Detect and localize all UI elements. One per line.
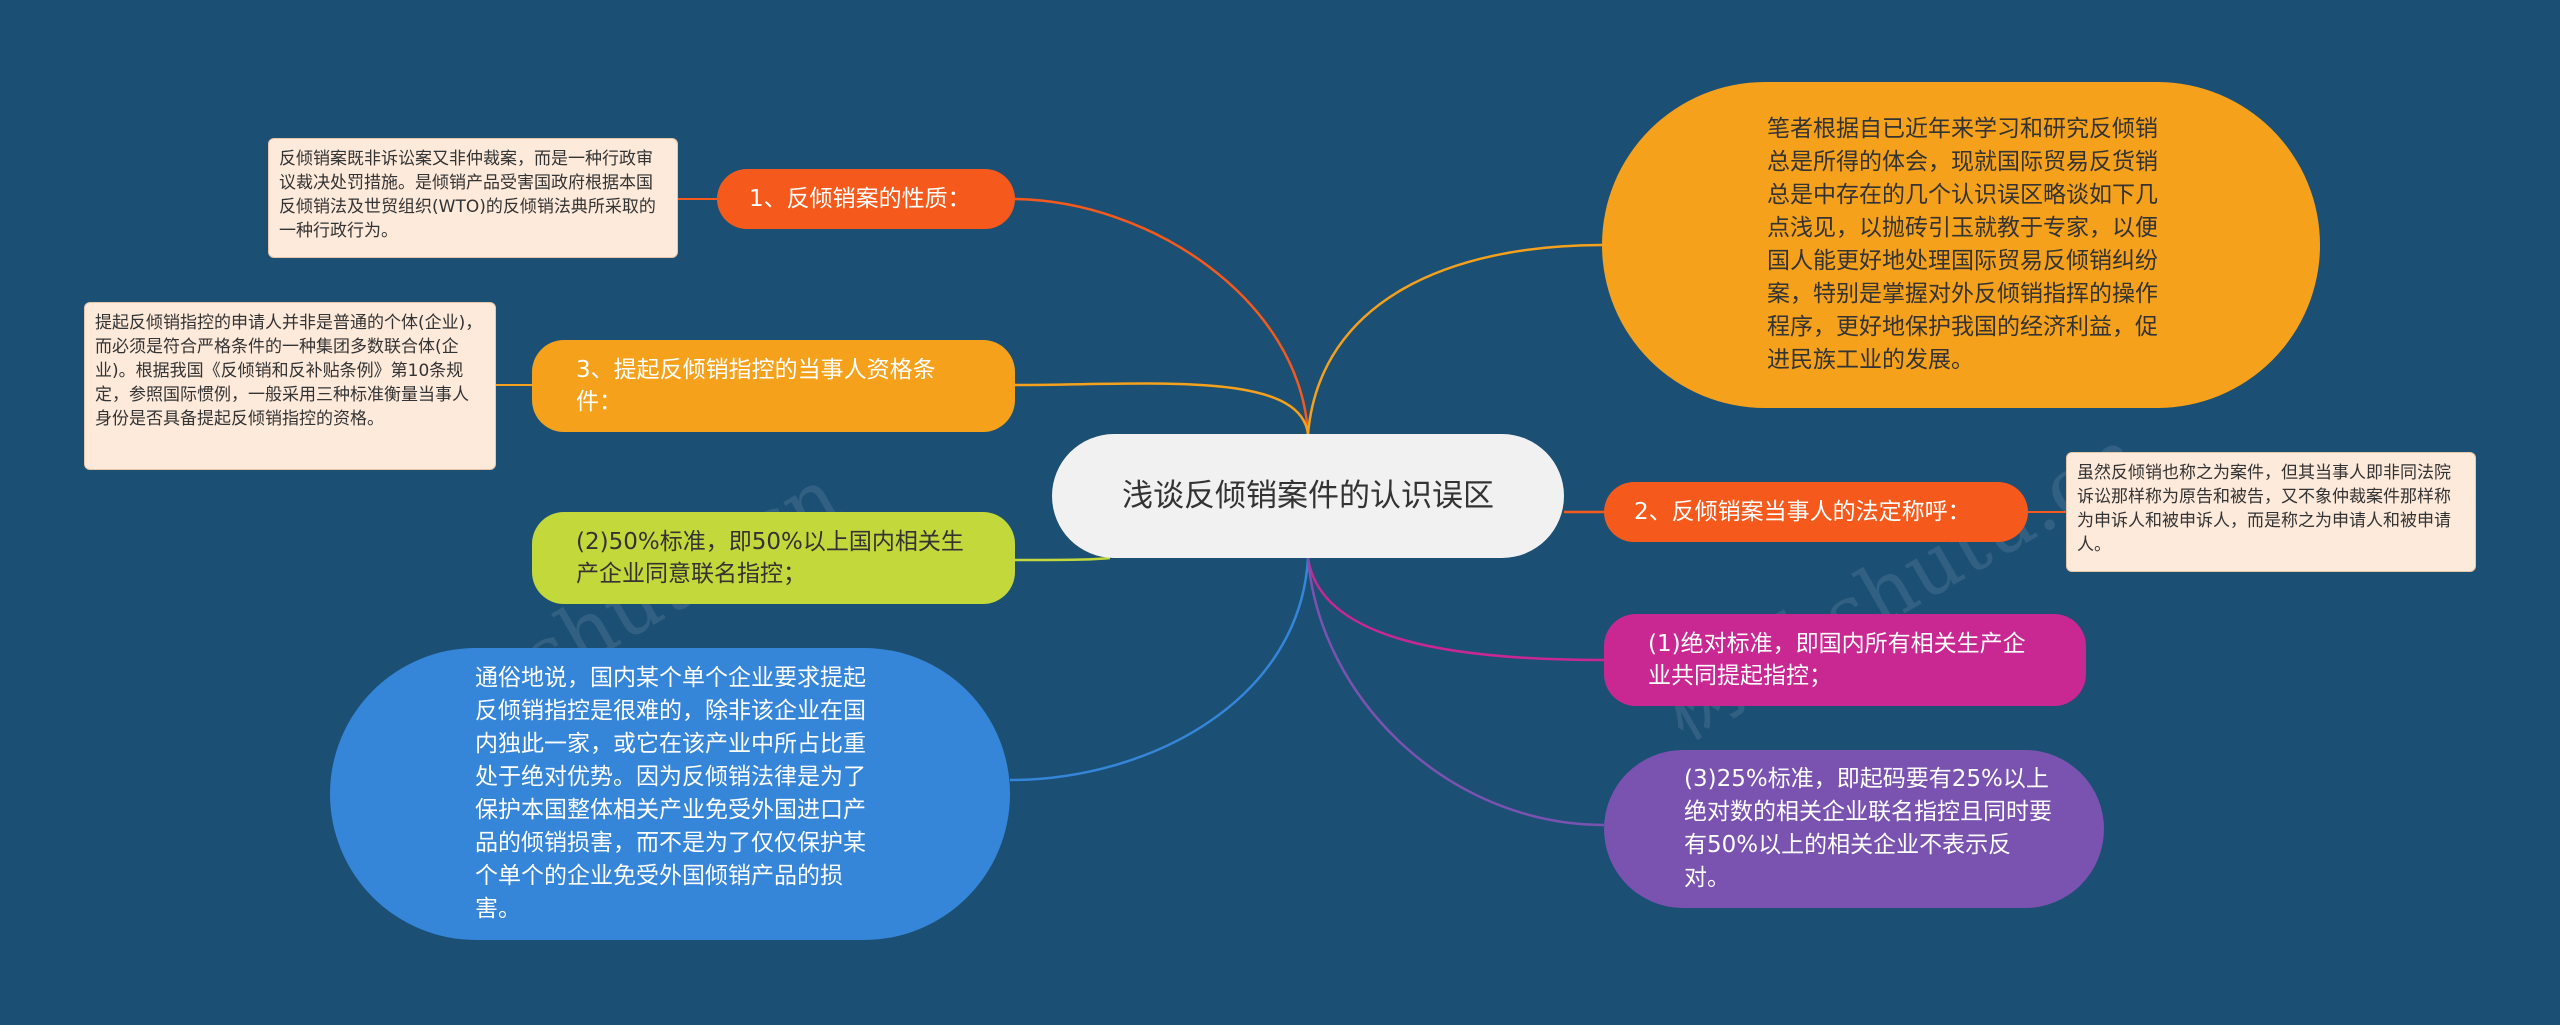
root-topic[interactable]: 浅谈反倾销案件的认识误区: [1052, 434, 1564, 558]
note-nature: 反倾销案既非诉讼案又非仲裁案，而是一种行政审议裁决处罚措施。是倾销产品受害国政府…: [268, 138, 678, 258]
link-absolute-standard: [1306, 557, 1605, 662]
branch-25-standard[interactable]: (3)25%标准，即起码要有25%以上绝对数的相关企业联名指控且同时要有50%以…: [1604, 750, 2104, 908]
branch-nature[interactable]: 1、反倾销案的性质：: [717, 169, 1015, 229]
link-explanation: [1009, 557, 1310, 782]
link-branch-2-50: [1014, 556, 1111, 562]
link-author-intro: [1306, 243, 1603, 435]
link-branch-1: [1012, 197, 1310, 435]
note-parties: 虽然反倾销也称之为案件，但其当事人即非同法院诉讼那样称为原告和被告，又不象仲裁案…: [2066, 452, 2476, 572]
branch-parties-label: 2、反倾销案当事人的法定称呼：: [1634, 499, 1971, 525]
link-25-standard: [1306, 557, 1605, 827]
branch-parties[interactable]: 2、反倾销案当事人的法定称呼：: [1604, 482, 2028, 542]
branch-explanation[interactable]: 通俗地说，国内某个单个企业要求提起反倾销指控是很难的，除非该企业在国内独此一家，…: [330, 648, 1010, 940]
branch-author-intro[interactable]: 笔者根据自已近年来学习和研究反倾销总是所得的体会，现就国际贸易反货销总是中存在的…: [1602, 82, 2320, 408]
branch-qualification[interactable]: 3、提起反倾销指控的当事人资格条件：: [532, 340, 1015, 432]
link-branch-3: [1014, 382, 1310, 435]
branch-50-standard[interactable]: (2)50%标准，即50%以上国内相关生产企业同意联名指控；: [532, 512, 1015, 604]
root-topic-title: 浅谈反倾销案件的认识误区: [1122, 478, 1494, 514]
branch-absolute-standard-label: (1)绝对标准，即国内所有相关生产企业共同提起指控；: [1648, 631, 2026, 689]
branch-author-intro-label: 笔者根据自已近年来学习和研究反倾销总是所得的体会，现就国际贸易反货销总是中存在的…: [1767, 116, 2158, 373]
branch-nature-label: 1、反倾销案的性质：: [749, 186, 971, 212]
note-qualification: 提起反倾销指控的申请人并非是普通的个体(企业)，而必须是符合严格条件的一种集团多…: [84, 302, 496, 470]
branch-explanation-label: 通俗地说，国内某个单个企业要求提起反倾销指控是很难的，除非该企业在国内独此一家，…: [475, 665, 866, 922]
branch-50-standard-label: (2)50%标准，即50%以上国内相关生产企业同意联名指控；: [576, 529, 964, 587]
branch-qualification-label: 3、提起反倾销指控的当事人资格条件：: [576, 357, 936, 415]
branch-absolute-standard[interactable]: (1)绝对标准，即国内所有相关生产企业共同提起指控；: [1604, 614, 2086, 706]
branch-25-standard-label: (3)25%标准，即起码要有25%以上绝对数的相关企业联名指控且同时要有50%以…: [1684, 766, 2052, 891]
